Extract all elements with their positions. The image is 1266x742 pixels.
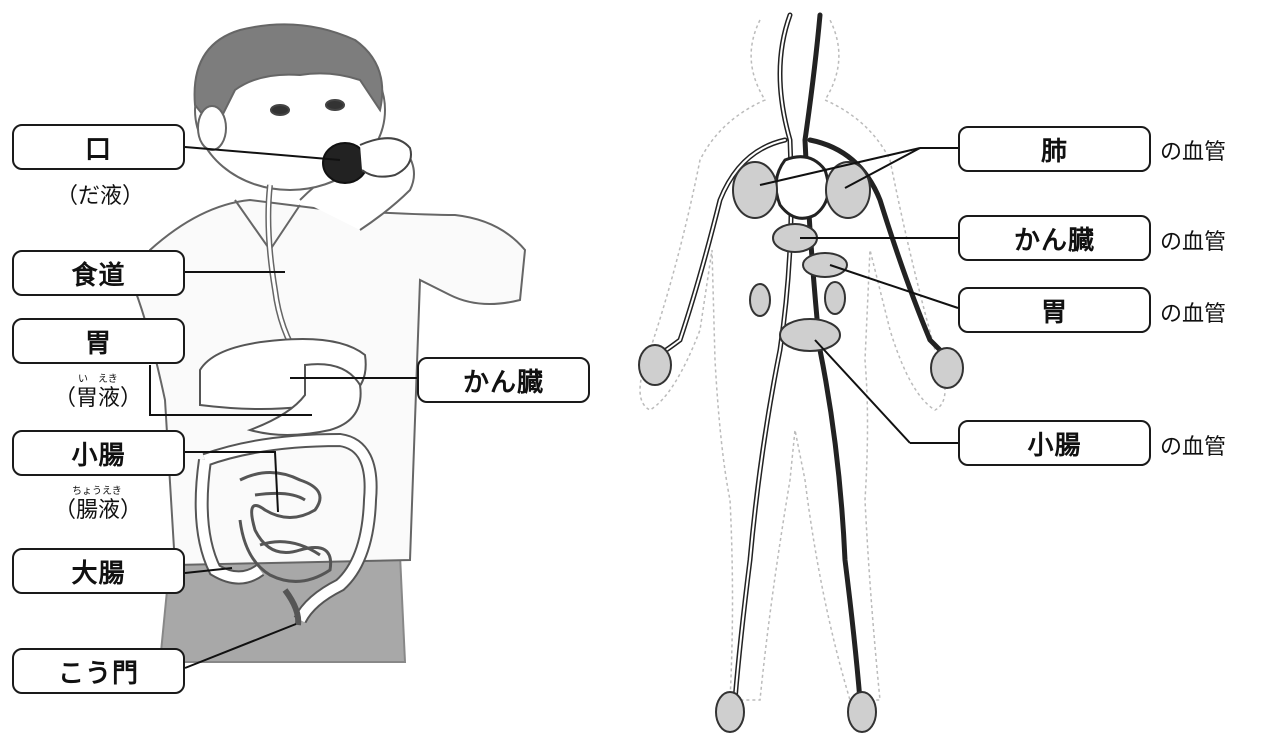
- label-stomach-vessels: 胃: [958, 287, 1151, 333]
- label-mouth-text: 口: [85, 129, 112, 166]
- extremities: [639, 345, 963, 732]
- label-lung-text: 肺: [1041, 131, 1068, 168]
- small-intestine-organ: [780, 319, 840, 351]
- hand: [360, 138, 411, 176]
- label-stomach-vessels-text: 胃: [1041, 292, 1068, 329]
- label-small-intestine-vessels: 小腸: [958, 420, 1151, 466]
- stomach-vessels-suffix: の血管: [1160, 296, 1226, 328]
- small-intestine-vessels-suffix: の血管: [1160, 429, 1226, 461]
- kidney: [825, 282, 845, 314]
- label-liver-vessels: かん臓: [958, 215, 1151, 261]
- lung-vessels-suffix: の血管: [1160, 134, 1226, 166]
- label-anus: こう門: [12, 648, 185, 694]
- ear: [198, 106, 226, 150]
- kidney: [750, 284, 770, 316]
- label-lung-vessels: 肺: [958, 126, 1151, 172]
- label-liver: かん臓: [417, 357, 590, 403]
- label-stomach: 胃: [12, 318, 185, 364]
- circulatory-figure: [639, 15, 963, 732]
- eye: [326, 100, 344, 110]
- label-esophagus-text: 食道: [71, 255, 125, 292]
- label-liver-vessels-text: かん臓: [1014, 220, 1095, 257]
- liver-vessels-suffix: の血管: [1160, 224, 1226, 256]
- label-liver-text: かん臓: [463, 362, 544, 399]
- label-stomach-text: 胃: [85, 323, 112, 360]
- eye: [271, 105, 289, 115]
- body-outline: [640, 20, 945, 700]
- digestive-figure: [135, 24, 525, 668]
- label-large-intestine: 大腸: [12, 548, 185, 594]
- label-small-intestine-vessels-text: 小腸: [1027, 425, 1081, 462]
- intestinal-juice-note: （腸液）: [48, 492, 148, 524]
- stomach-organ: [803, 253, 847, 277]
- label-large-intestine-text: 大腸: [71, 553, 125, 590]
- saliva-note: （だ液）: [50, 178, 150, 210]
- label-small-intestine-text: 小腸: [71, 435, 125, 472]
- label-anus-text: こう門: [58, 653, 139, 690]
- gastric-juice-note: （胃液）: [48, 380, 148, 412]
- vessel: [735, 15, 791, 700]
- heart: [776, 157, 828, 219]
- label-small-intestine: 小腸: [12, 430, 185, 476]
- label-esophagus: 食道: [12, 250, 185, 296]
- label-mouth: 口: [12, 124, 185, 170]
